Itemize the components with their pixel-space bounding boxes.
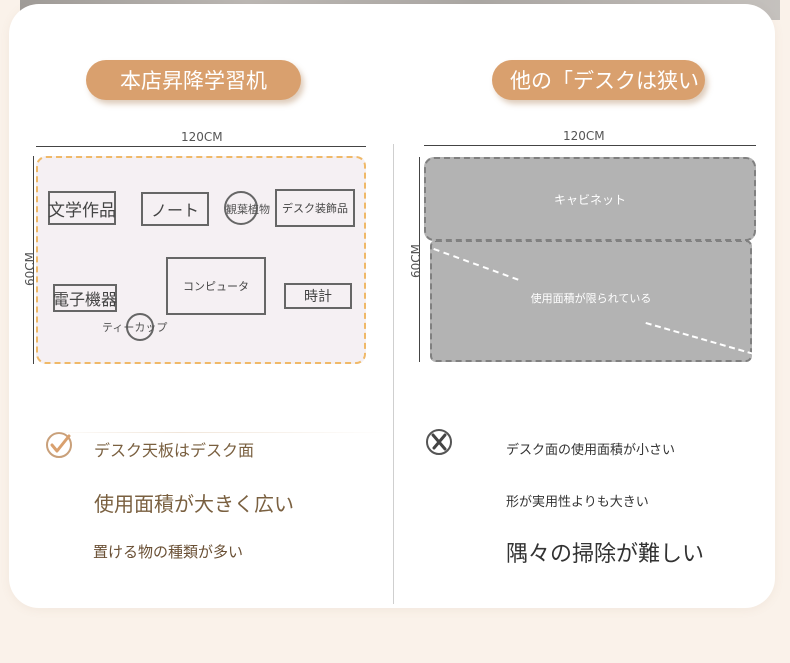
item-book: 文学作品 [48, 191, 116, 225]
left-height-label: 60CM [23, 251, 38, 287]
right-width-label: 120CM [563, 129, 605, 143]
left-feature-2: 使用面積が大きく広い [94, 492, 294, 516]
left-title-badge: 本店昇降学習机 [86, 60, 301, 100]
left-width-label: 120CM [181, 130, 223, 144]
cabinet-area: キャビネット [424, 157, 756, 241]
right-width-line [424, 145, 756, 146]
check-circle-icon [46, 432, 72, 458]
right-height-label: 60CM [409, 243, 424, 279]
item-computer: コンピュータ [166, 257, 266, 315]
right-title: 他の「デスクは狭い [510, 69, 699, 93]
item-cup: ティーカップ [102, 321, 168, 334]
left-title: 本店昇降学習机 [120, 69, 267, 93]
left-height-line [33, 156, 34, 364]
cabinet-label: キャビネット [553, 192, 626, 207]
left-feature-1: デスク天板はデスク面 [94, 441, 255, 460]
limited-area-label: 使用面積が限られている [530, 292, 652, 305]
left-desk-surface: 文学作品 ノート 観葉植物 デスク装飾品 コンピュータ 電子機器 時計 ティーカ… [36, 156, 366, 364]
left-feature-3: 置ける物の種類が多い [93, 543, 244, 561]
plant-circle [224, 191, 258, 225]
feature-divider-1 [40, 432, 390, 433]
item-clock: 時計 [284, 283, 352, 309]
item-plant: 観葉植物 [226, 203, 270, 216]
item-note: ノート [141, 192, 209, 226]
column-divider [393, 144, 394, 604]
dashed-line-left [433, 248, 519, 281]
right-height-line [419, 157, 420, 362]
item-electronics: 電子機器 [53, 284, 117, 312]
right-feature-3: 隅々の掃除が難しい [506, 542, 705, 567]
item-decor: デスク装飾品 [275, 189, 355, 227]
right-desk-usable-area: 使用面積が限られている [430, 240, 754, 362]
cup-circle [126, 313, 154, 341]
right-title-badge: 他の「デスクは狭い [492, 60, 705, 100]
right-feature-1: デスク面の使用面積が小さい [506, 443, 676, 458]
right-feature-2: 形が実用性よりも大きい [506, 495, 649, 510]
x-circle-icon [426, 429, 452, 455]
left-width-line [36, 146, 366, 147]
dashed-line-right [645, 322, 754, 355]
